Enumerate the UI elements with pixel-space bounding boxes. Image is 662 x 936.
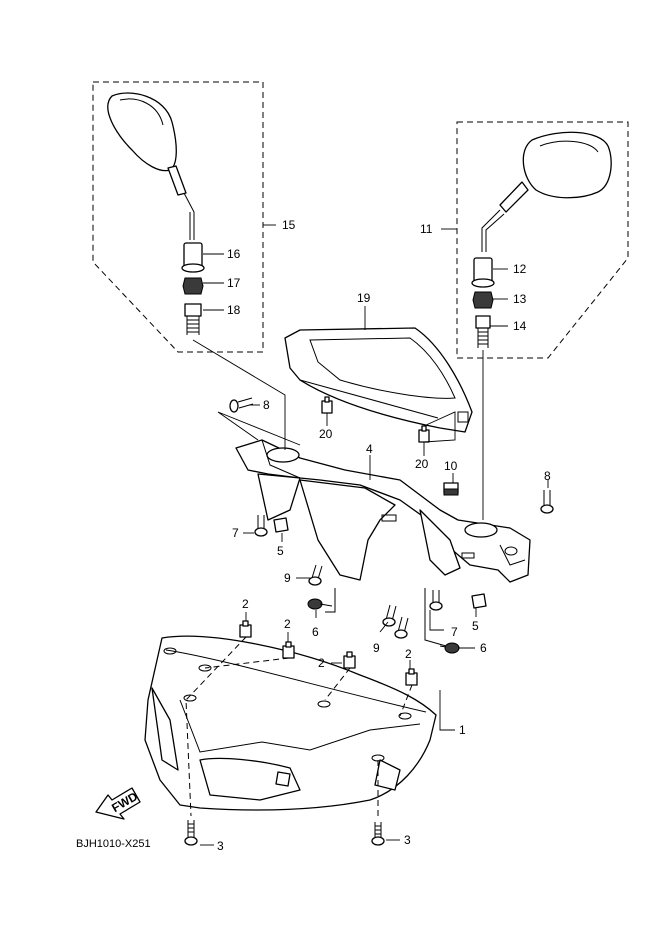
- bolt-6a[interactable]: [307, 598, 333, 610]
- callout-20: 20: [319, 427, 333, 441]
- callout-7: 7: [451, 625, 458, 639]
- fwd-arrow: FWD: [95, 787, 141, 820]
- nut-5b[interactable]: [471, 593, 487, 609]
- callout-6: 6: [480, 641, 487, 655]
- left-mirror-bolt[interactable]: [184, 303, 202, 335]
- right-mirror-adapter[interactable]: [471, 257, 495, 288]
- callout-4: 4: [366, 442, 373, 456]
- right-mirror-group-box: [456, 121, 629, 359]
- callout-3: 3: [217, 839, 224, 853]
- meter-cover[interactable]: [284, 327, 473, 433]
- diagram-code: BJH1010-X251: [76, 838, 151, 850]
- callout-2: 2: [318, 656, 325, 670]
- callout-3: 3: [404, 833, 411, 847]
- screw-7a[interactable]: [254, 515, 268, 537]
- speed-nut-2a[interactable]: [239, 620, 252, 638]
- callout-11: 11: [420, 222, 433, 236]
- bolt-6b[interactable]: [439, 642, 460, 654]
- left-mirror-adapter[interactable]: [181, 242, 205, 273]
- right-mirror-nut[interactable]: [472, 291, 494, 309]
- screw-8b[interactable]: [540, 490, 554, 514]
- left-mirror-nut[interactable]: [182, 277, 204, 295]
- callout-20: 20: [415, 457, 429, 471]
- clip-10[interactable]: [443, 482, 459, 496]
- callout-5: 5: [277, 544, 284, 558]
- screw-7b[interactable]: [429, 590, 443, 611]
- screw-9c[interactable]: [394, 616, 409, 639]
- callout-8: 8: [544, 469, 551, 483]
- callouts: 1 2 2 2 2 3 3 4 5 5 6 6 7 7 8 8 9 9 10 1…: [217, 218, 551, 853]
- callout-17: 17: [227, 276, 241, 290]
- callout-15: 15: [282, 218, 296, 232]
- handlebar-rear-cover[interactable]: [235, 439, 531, 583]
- callout-6: 6: [312, 625, 319, 639]
- callout-1: 1: [459, 723, 466, 737]
- left-mirror-group-box: [92, 81, 264, 353]
- callout-12: 12: [513, 262, 527, 276]
- callout-16: 16: [227, 247, 241, 261]
- leader-lines: [185, 224, 549, 846]
- nut-clip-20a[interactable]: [321, 396, 333, 414]
- callout-14: 14: [513, 319, 527, 333]
- right-mirror-bolt[interactable]: [475, 315, 491, 348]
- right-mirror[interactable]: [481, 131, 612, 252]
- speed-nut-2b[interactable]: [282, 641, 295, 659]
- callout-19: 19: [357, 291, 371, 305]
- callout-2: 2: [284, 617, 291, 631]
- callout-13: 13: [513, 292, 527, 306]
- screw-3a[interactable]: [184, 820, 198, 846]
- speed-nut-2c[interactable]: [343, 651, 356, 669]
- screw-3b[interactable]: [371, 822, 385, 846]
- handlebar-front-cover[interactable]: [144, 635, 437, 811]
- screw-8a[interactable]: [229, 397, 254, 413]
- screw-9b[interactable]: [382, 604, 397, 627]
- callout-8: 8: [263, 398, 270, 412]
- callout-9: 9: [373, 641, 380, 655]
- callout-18: 18: [227, 303, 241, 317]
- callout-10: 10: [444, 459, 458, 473]
- callout-2: 2: [405, 647, 412, 661]
- nut-clip-20b[interactable]: [418, 425, 430, 443]
- left-mirror[interactable]: [107, 92, 195, 240]
- nut-5a[interactable]: [273, 517, 289, 533]
- callout-7: 7: [232, 526, 239, 540]
- callout-9: 9: [284, 571, 291, 585]
- speed-nut-2d[interactable]: [405, 668, 418, 686]
- screw-9a[interactable]: [308, 564, 323, 586]
- callout-2: 2: [242, 597, 249, 611]
- callout-5: 5: [472, 619, 479, 633]
